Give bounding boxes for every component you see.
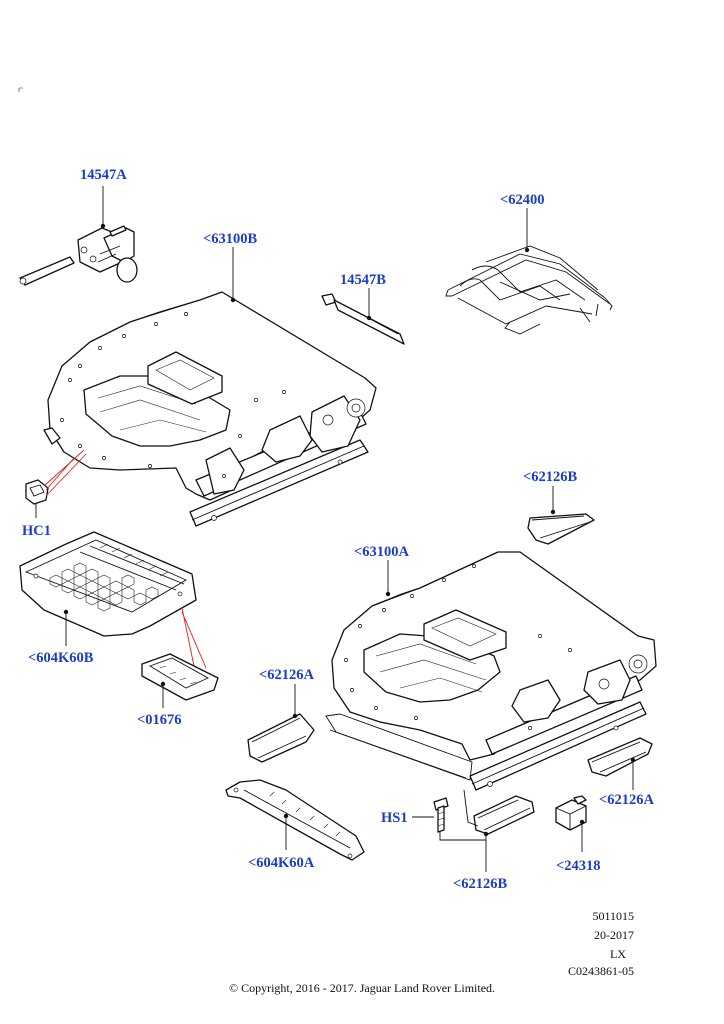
part-63100A-drawing[interactable]: [325, 551, 657, 791]
part-14547B-drawing[interactable]: [321, 288, 405, 345]
label-24318[interactable]: <24318: [556, 858, 601, 874]
diagram-info-2: 20-2017: [594, 928, 634, 942]
label-62126A-left[interactable]: <62126A: [259, 667, 315, 683]
honeycomb-pattern: [49, 562, 159, 612]
copyright-notice: © Copyright, 2016 - 2017. Jaguar Land Ro…: [228, 981, 496, 995]
part-604K60B-drawing[interactable]: [19, 531, 207, 669]
label-01676[interactable]: <01676: [137, 712, 182, 728]
label-604K60B[interactable]: <604K60B: [28, 650, 94, 666]
diagram-info-3: LX: [610, 947, 626, 961]
label-62126A-right[interactable]: <62126A: [599, 792, 655, 808]
diagram-info-1: 5011015: [592, 909, 634, 923]
label-63100A[interactable]: <63100A: [354, 544, 410, 560]
label-63100B[interactable]: <63100B: [203, 231, 258, 247]
part-62126A-left-drawing[interactable]: [247, 684, 315, 763]
label-HC1[interactable]: HC1: [22, 523, 51, 539]
part-HS1-drawing[interactable]: [412, 797, 486, 841]
part-24318-drawing[interactable]: [555, 795, 587, 852]
label-14547B[interactable]: 14547B: [340, 272, 386, 288]
part-604K60A-drawing[interactable]: [225, 779, 365, 861]
part-HC1-drawing[interactable]: [25, 449, 87, 518]
part-62126B-top-drawing[interactable]: [527, 486, 595, 545]
label-62126B-bottom[interactable]: <62126B: [453, 876, 508, 892]
frame-holes: [60, 312, 343, 521]
label-14547A[interactable]: 14547A: [80, 167, 127, 183]
label-62400[interactable]: <62400: [500, 192, 545, 208]
label-HS1[interactable]: HS1: [381, 810, 408, 826]
label-62126B-top[interactable]: <62126B: [523, 469, 578, 485]
part-62126B-bottom-drawing[interactable]: [463, 789, 535, 872]
part-63100B-drawing[interactable]: [43, 247, 377, 527]
lower-frame-holes: [344, 564, 619, 787]
part-62400-drawing[interactable]: [445, 208, 613, 335]
label-604K60A[interactable]: <604K60A: [248, 855, 315, 871]
diagram-info-4: C0243861-05: [568, 964, 634, 978]
part-14547A-drawing[interactable]: [19, 186, 138, 286]
part-01676-drawing[interactable]: [141, 653, 219, 708]
part-62126A-right-drawing[interactable]: [587, 737, 653, 790]
corner-mark: [18, 87, 23, 92]
